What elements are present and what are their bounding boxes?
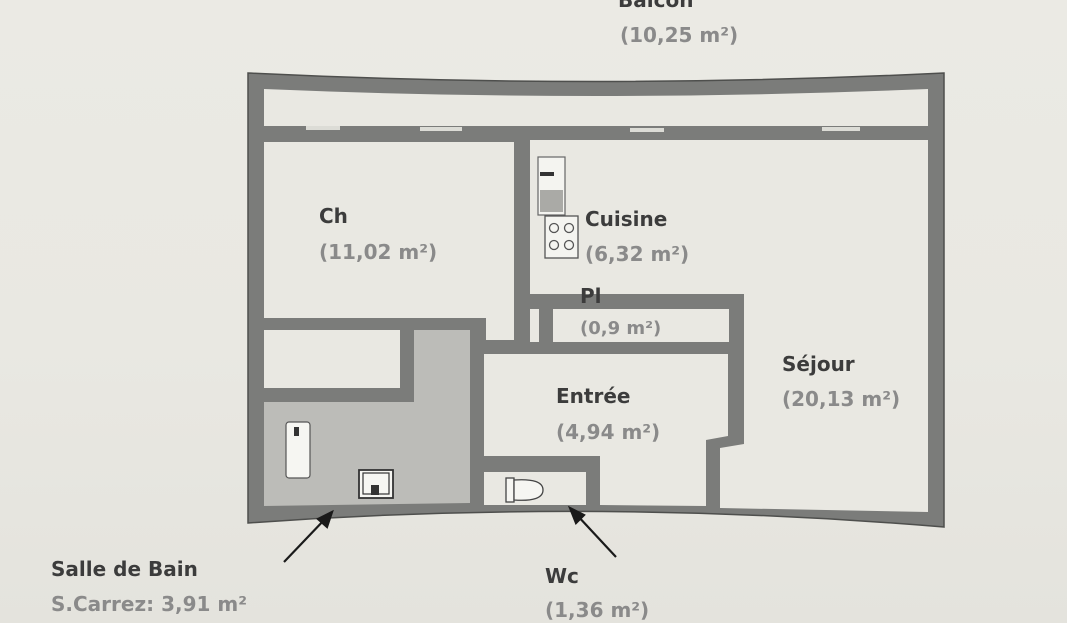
balcon-label: Balcon (618, 0, 694, 12)
chambre-label: Ch (319, 204, 348, 228)
chambre-area: (11,02 m²) (319, 240, 438, 264)
toilet-icon (505, 477, 544, 503)
placard-label: Pl (580, 284, 602, 308)
room-entree (484, 354, 728, 506)
sink-icon (537, 156, 566, 216)
closet-gap (530, 309, 539, 342)
room-cuisine (530, 140, 928, 294)
room-salle-de-bain (264, 330, 470, 506)
arrow-wc (567, 505, 617, 558)
bathtub-icon (285, 421, 311, 479)
sejour-area: (20,13 m²) (782, 387, 901, 411)
window-openings (306, 126, 860, 132)
wc-area: (1,36 m²) (545, 598, 650, 622)
placard-area: (0,9 m²) (580, 318, 662, 339)
arrow-salle-de-bain (283, 509, 334, 563)
room-sejour (720, 294, 928, 512)
sejour-label: Séjour (782, 352, 855, 376)
room-rangement (264, 330, 400, 388)
entree-label: Entrée (556, 384, 631, 408)
washbasin-icon (358, 469, 394, 499)
room-placard (553, 309, 729, 342)
wc-label: Wc (545, 564, 579, 588)
salle-de-bain-area: S.Carrez: 3,91 m² (51, 592, 247, 616)
entree-area: (4,94 m²) (556, 420, 661, 444)
balcony-interior (264, 89, 928, 126)
cuisine-label: Cuisine (585, 207, 668, 231)
cuisine-area: (6,32 m²) (585, 242, 690, 266)
balcon-area: (10,25 m²) (620, 23, 739, 47)
room-chambre (264, 142, 514, 340)
stove-icon (544, 215, 579, 259)
salle-de-bain-label: Salle de Bain (51, 557, 198, 581)
